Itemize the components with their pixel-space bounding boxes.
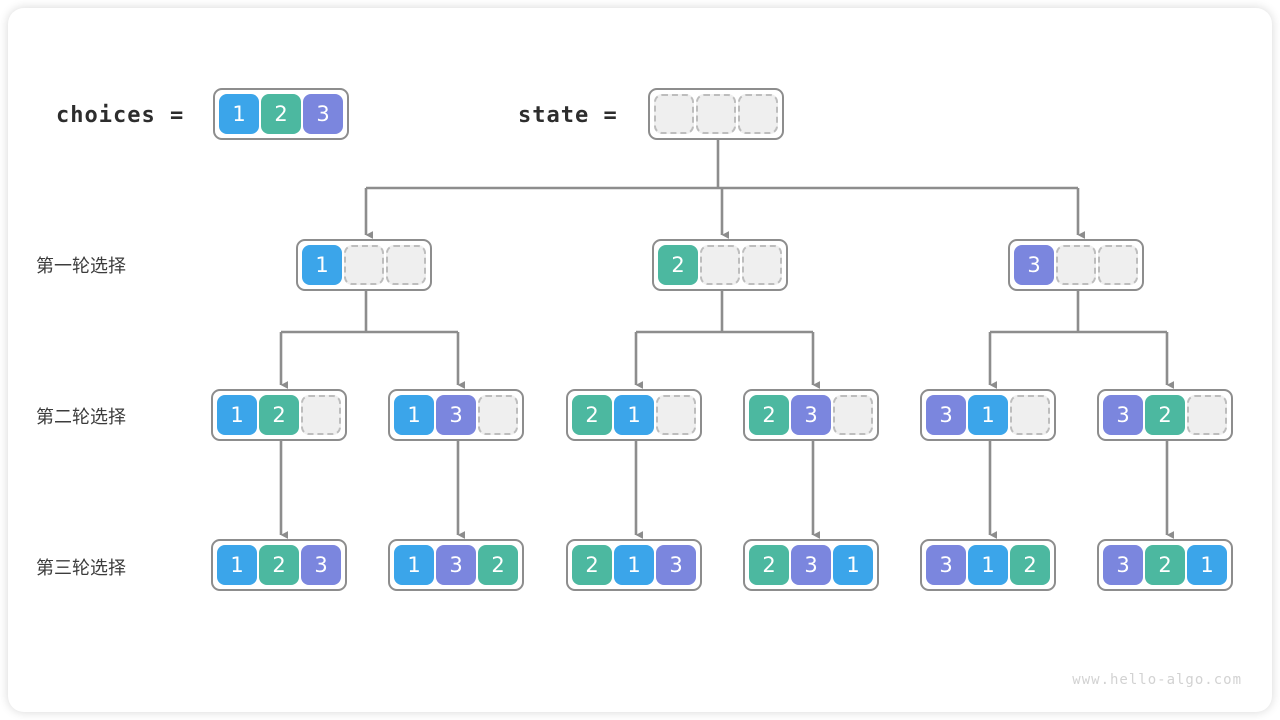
- array-cell-empty: [654, 94, 694, 134]
- tree-node-level1-2: 2: [652, 239, 788, 291]
- array-cell-value-3: 3: [301, 545, 341, 585]
- array-cell-value-3: 3: [791, 395, 831, 435]
- row-label-round-1: 第一轮选择: [36, 256, 126, 277]
- array-cell-value-3: 3: [791, 545, 831, 585]
- array-cell-empty: [696, 94, 736, 134]
- array-cell-value-2: 2: [572, 395, 612, 435]
- array-cell-empty: [386, 245, 426, 285]
- array-cell-value-3: 3: [1014, 245, 1054, 285]
- row-label-round-2: 第二轮选择: [36, 407, 126, 428]
- row-label-round-3: 第三轮选择: [36, 558, 126, 579]
- array-cell-empty: [742, 245, 782, 285]
- array-cell-value-1: 1: [394, 545, 434, 585]
- array-cell-value-1: 1: [394, 395, 434, 435]
- array-cell-value-3: 3: [436, 545, 476, 585]
- array-cell-empty: [301, 395, 341, 435]
- array-cell-value-3: 3: [436, 395, 476, 435]
- array-cell-value-3: 3: [1103, 395, 1143, 435]
- array-cell-value-3: 3: [926, 395, 966, 435]
- array-cell-value-3: 3: [656, 545, 696, 585]
- array-cell-value-3: 3: [303, 94, 343, 134]
- array-cell-value-2: 2: [749, 545, 789, 585]
- array-cell-value-2: 2: [478, 545, 518, 585]
- array-cell-value-1: 1: [219, 94, 259, 134]
- array-cell-empty: [738, 94, 778, 134]
- watermark: www.hello-algo.com: [1072, 672, 1242, 688]
- array-cell-value-1: 1: [833, 545, 873, 585]
- array-cell-value-2: 2: [658, 245, 698, 285]
- array-cell-value-1: 1: [968, 545, 1008, 585]
- array-cell-value-1: 1: [217, 545, 257, 585]
- array-cell-value-3: 3: [1103, 545, 1143, 585]
- array-cell-value-2: 2: [259, 545, 299, 585]
- array-cell-value-2: 2: [259, 395, 299, 435]
- array-cell-empty: [344, 245, 384, 285]
- array-cell-empty: [1010, 395, 1050, 435]
- array-cell-empty: [1056, 245, 1096, 285]
- array-cell-empty: [700, 245, 740, 285]
- array-cell-value-1: 1: [217, 395, 257, 435]
- array-cell-value-2: 2: [572, 545, 612, 585]
- array-cell-empty: [833, 395, 873, 435]
- array-cell-empty: [478, 395, 518, 435]
- tree-node-level1-1: 1: [296, 239, 432, 291]
- tree-node-level1-3: 3: [1008, 239, 1144, 291]
- array-cell-value-3: 3: [926, 545, 966, 585]
- array-cell-value-2: 2: [1145, 545, 1185, 585]
- array-cell-value-2: 2: [1145, 395, 1185, 435]
- array-cell-value-1: 1: [614, 395, 654, 435]
- array-cell-empty: [1098, 245, 1138, 285]
- tree-connectors: [279, 136, 1175, 539]
- array-cell-value-2: 2: [1010, 545, 1050, 585]
- array-cell-value-2: 2: [261, 94, 301, 134]
- array-cell-value-2: 2: [749, 395, 789, 435]
- array-cell-empty: [656, 395, 696, 435]
- state-label: state =: [518, 103, 618, 128]
- array-cell-value-1: 1: [614, 545, 654, 585]
- array-cell-value-1: 1: [968, 395, 1008, 435]
- array-cell-empty: [1187, 395, 1227, 435]
- array-cell-value-1: 1: [302, 245, 342, 285]
- choices-label: choices =: [56, 103, 185, 128]
- array-cell-value-1: 1: [1187, 545, 1227, 585]
- state-array: [648, 88, 784, 140]
